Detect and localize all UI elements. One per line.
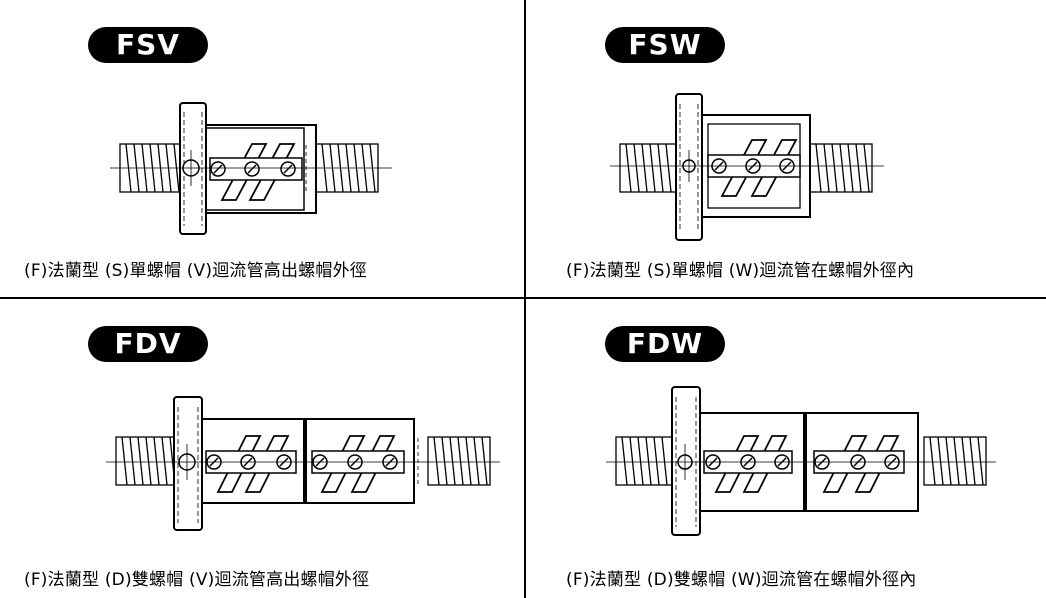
- vertical-divider: [524, 0, 526, 598]
- caption: (F)法蘭型 (D)雙螺帽 (W)迴流管在螺帽外徑內: [566, 570, 917, 590]
- panel-fsw: FSW (F)法蘭型 (S)單螺帽 (W)迴流管在螺帽外徑內: [526, 0, 1046, 297]
- ballscrew-drawing: [610, 93, 884, 241]
- model-badge: FDV: [88, 326, 208, 362]
- ballscrew-drawing: [110, 102, 392, 235]
- ballscrew-drawing: [106, 396, 500, 531]
- panel-fsv: FSV (F)法蘭型 (S)單螺帽 (V)迴流管高出螺帽外徑: [0, 0, 523, 297]
- panel-fdw: FDW (F)法蘭型 (D)雙螺帽 (W)迴流管在螺帽外徑內: [526, 299, 1046, 596]
- ball-circuit: [216, 435, 396, 493]
- return-tube: [205, 127, 305, 211]
- ball-circuit: [714, 435, 900, 493]
- panel-fdv: FDV (F)法蘭型 (D)雙螺帽 (V)迴流管高出螺帽外徑: [0, 299, 523, 596]
- caption: (F)法蘭型 (S)單螺帽 (V)迴流管高出螺帽外徑: [24, 261, 367, 281]
- thread-lines: [121, 436, 488, 486]
- horizontal-divider: [0, 297, 1046, 299]
- caption: (F)法蘭型 (S)單螺帽 (W)迴流管在螺帽外徑內: [566, 261, 915, 281]
- caption: (F)法蘭型 (D)雙螺帽 (V)迴流管高出螺帽外徑: [24, 570, 370, 590]
- model-badge: FDW: [605, 326, 725, 362]
- thread-lines: [621, 436, 984, 486]
- thread-lines: [625, 143, 870, 193]
- model-badge: FSW: [605, 27, 725, 63]
- screw-heads: [210, 161, 296, 177]
- model-badge: FSV: [88, 27, 208, 63]
- ballscrew-drawing: [606, 386, 996, 536]
